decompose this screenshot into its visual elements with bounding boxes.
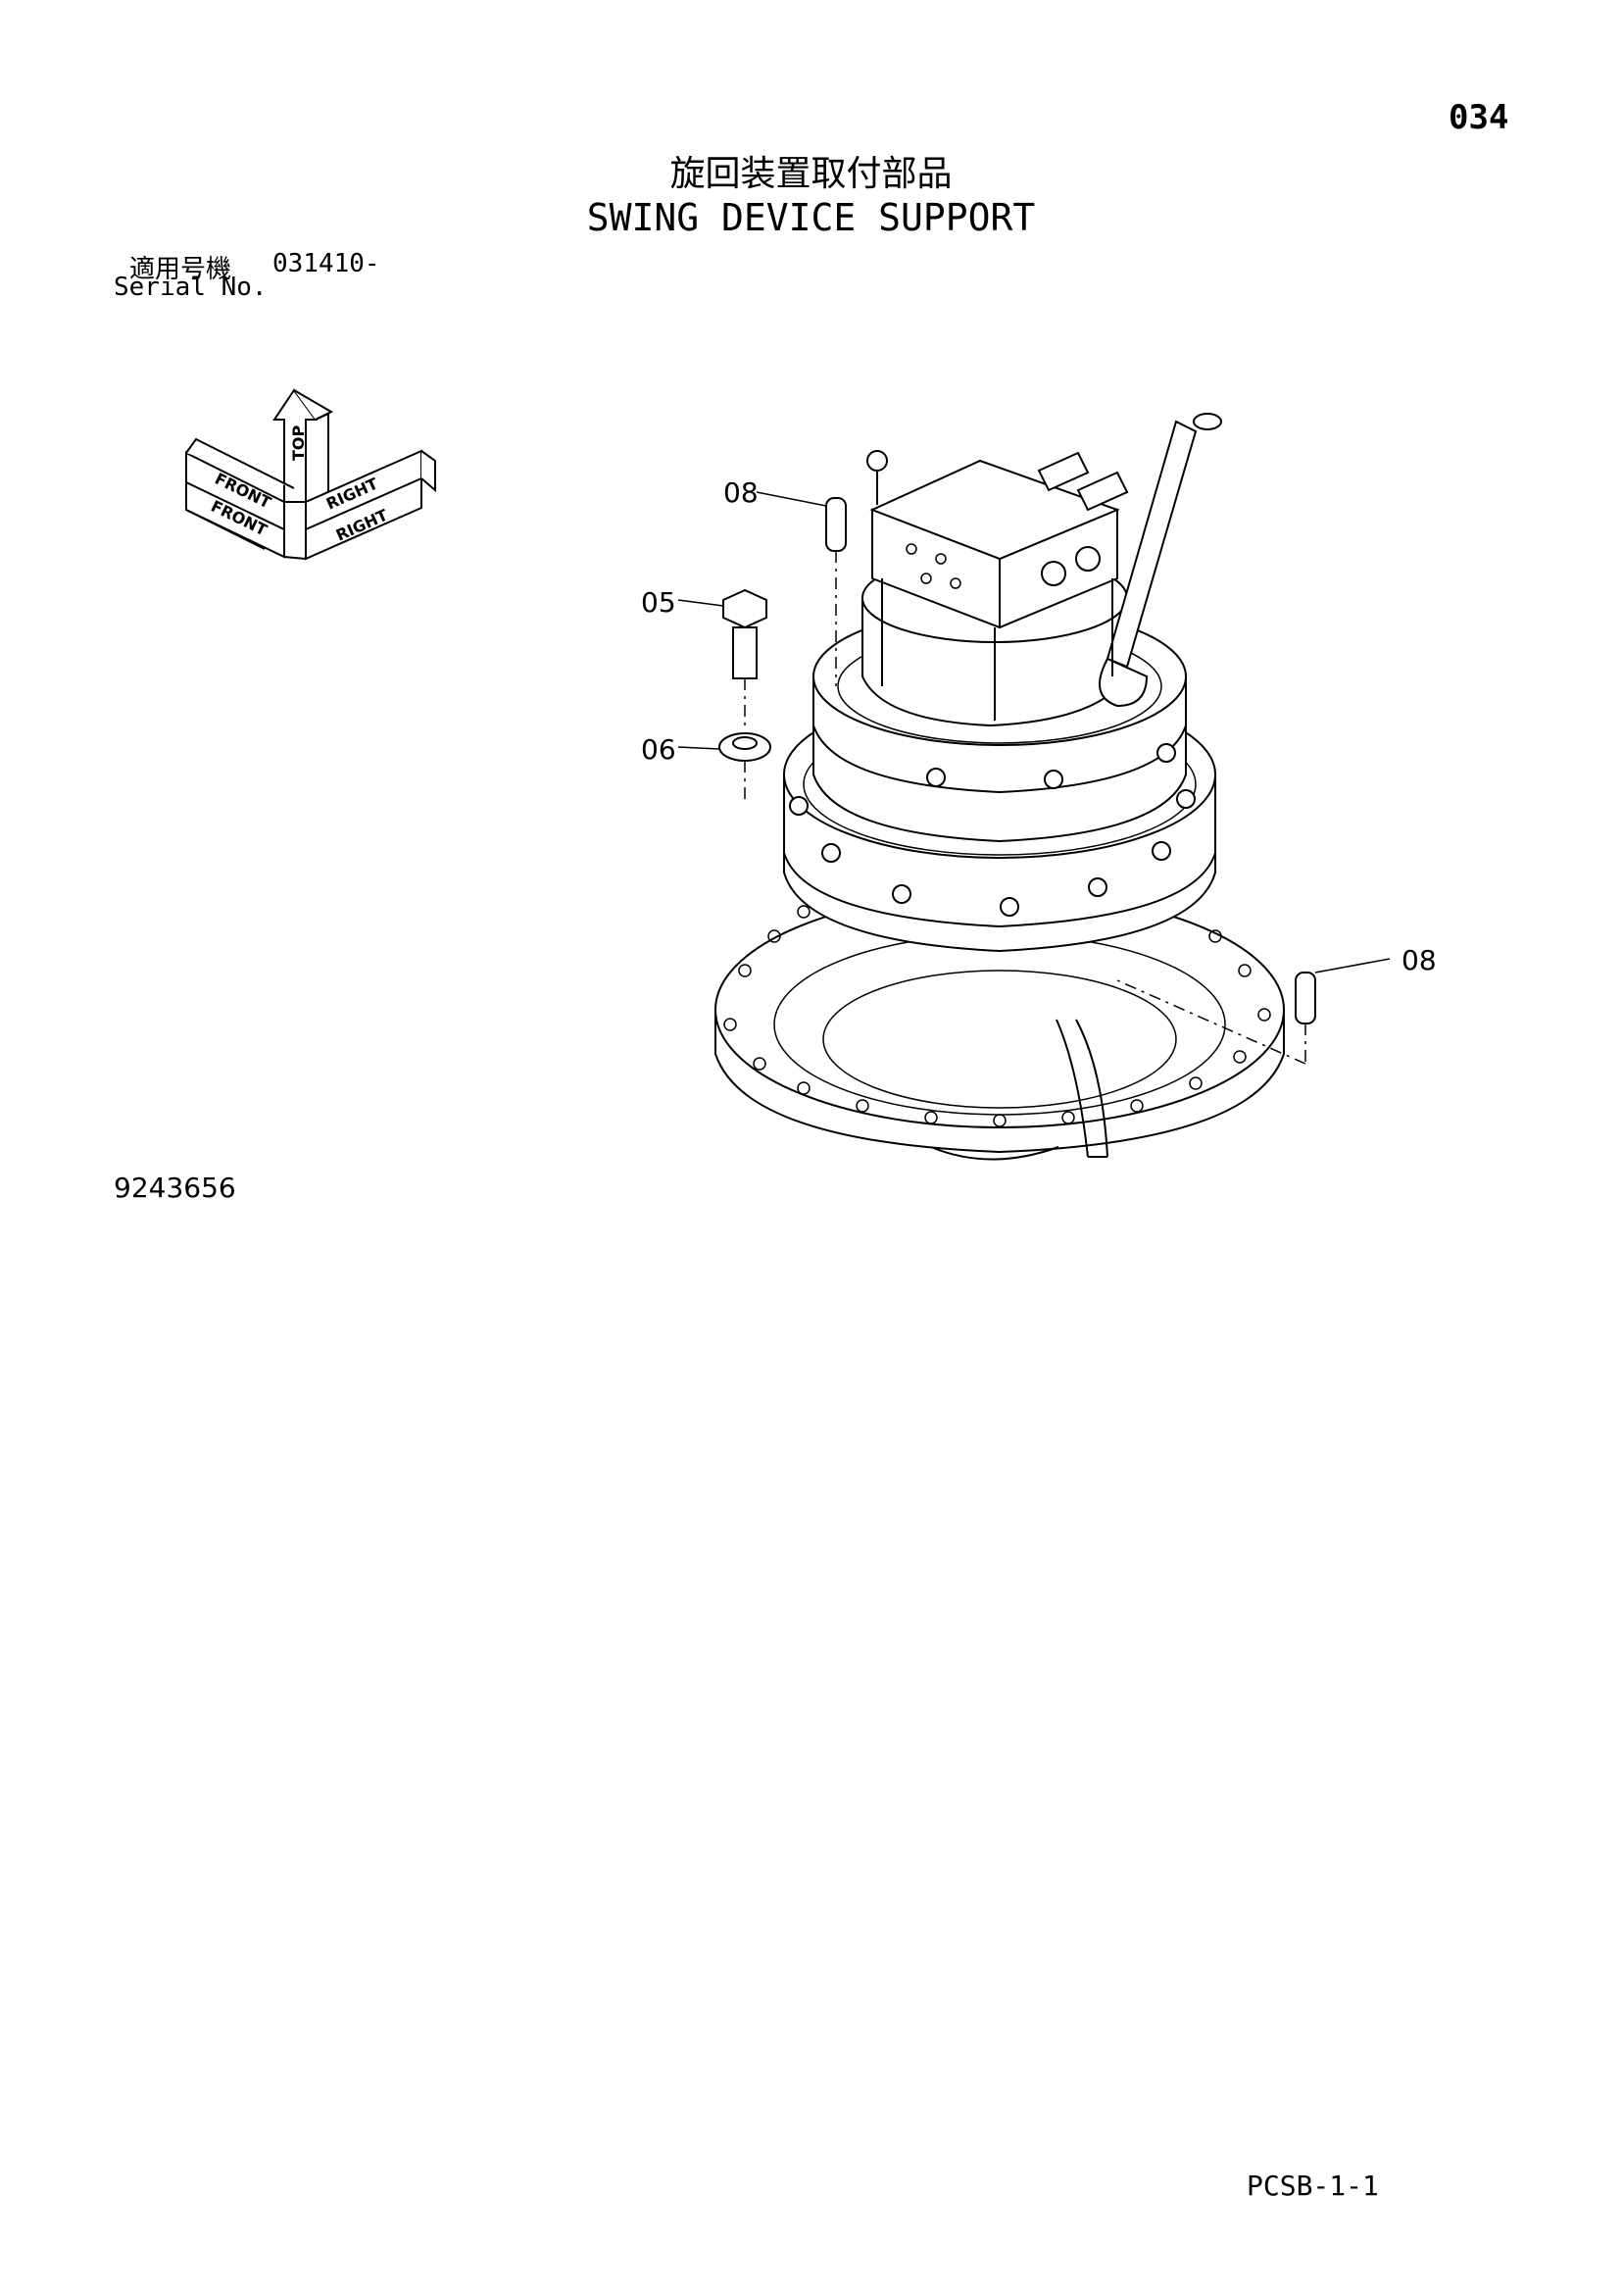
- serial-label-english: Serial No.: [114, 273, 268, 302]
- callout-label-05: 05: [641, 586, 676, 619]
- flange-bolt-holes: [723, 905, 1271, 1127]
- valve-ports: [906, 543, 1101, 589]
- callout-part-08-upper: [756, 491, 847, 686]
- orientation-top-label: TOP: [289, 424, 308, 461]
- drawing-number: 9243656: [114, 1172, 236, 1204]
- page-number: 034: [1449, 98, 1509, 137]
- title-japanese: 旋回装置取付部品: [669, 154, 953, 194]
- housing-bolt-heads: [789, 743, 1196, 917]
- callout-label-08-upper: 08: [723, 476, 759, 509]
- callout-label-08-lower: 08: [1401, 944, 1437, 976]
- serial-label-japanese: 適用号機: [129, 255, 232, 284]
- callout-part-08-lower: [1116, 958, 1391, 1065]
- serial-number-value: 031410-: [272, 249, 380, 278]
- orientation-indicator: TOP FRONT FRONT RIGHT RIGHT: [185, 388, 436, 561]
- swing-device-assembly: [714, 413, 1285, 1161]
- callout-part-06-washer: [677, 732, 771, 804]
- callout-part-05-bolt: [677, 588, 767, 725]
- title-english: SWING DEVICE SUPPORT: [586, 196, 1036, 239]
- sheet-code: PCSB-1-1: [1247, 2170, 1379, 2202]
- callout-label-06: 06: [641, 733, 676, 766]
